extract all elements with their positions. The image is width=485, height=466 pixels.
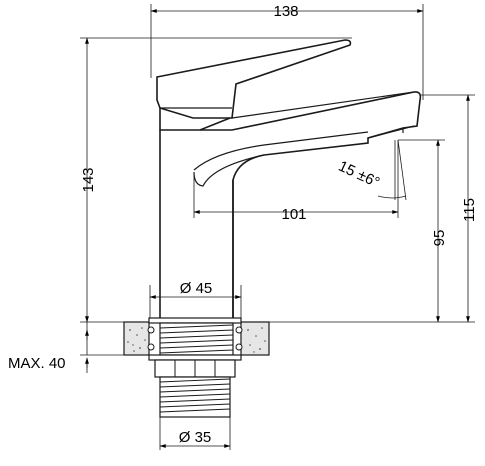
dimension-spout-reach: 101 bbox=[193, 140, 399, 223]
deck-section bbox=[123, 321, 270, 356]
body-diameter-label: Ø 45 bbox=[180, 280, 213, 297]
thread-diameter-label: Ø 35 bbox=[179, 429, 212, 446]
spout-height-label: 95 bbox=[431, 230, 448, 247]
dimension-thread-diameter: Ø 35 bbox=[159, 417, 231, 450]
dimension-spout-height: 95 bbox=[398, 139, 448, 323]
overall-height-label: 143 bbox=[80, 167, 97, 192]
cartridge-cap bbox=[159, 108, 231, 131]
dimension-overall-height: 143 bbox=[80, 37, 352, 323]
dimension-handle-height: 115 bbox=[268, 94, 478, 323]
spout-reach-label: 101 bbox=[281, 206, 306, 223]
faucet-body bbox=[156, 39, 422, 322]
dimension-body-diameter: Ø 45 bbox=[149, 280, 242, 322]
handle-lever bbox=[156, 39, 352, 119]
mounting-assembly bbox=[147, 317, 243, 418]
handle-height-label: 115 bbox=[461, 198, 478, 222]
max-deck-label: MAX. 40 bbox=[8, 355, 66, 372]
dimension-max-deck: MAX. 40 bbox=[8, 322, 124, 373]
overall-width-label: 138 bbox=[273, 3, 298, 20]
dimension-overall-width: 138 bbox=[150, 3, 424, 100]
dimension-spout-angle: 15 ±6° bbox=[336, 139, 407, 201]
spout-angle-label: 15 ±6° bbox=[336, 158, 383, 192]
